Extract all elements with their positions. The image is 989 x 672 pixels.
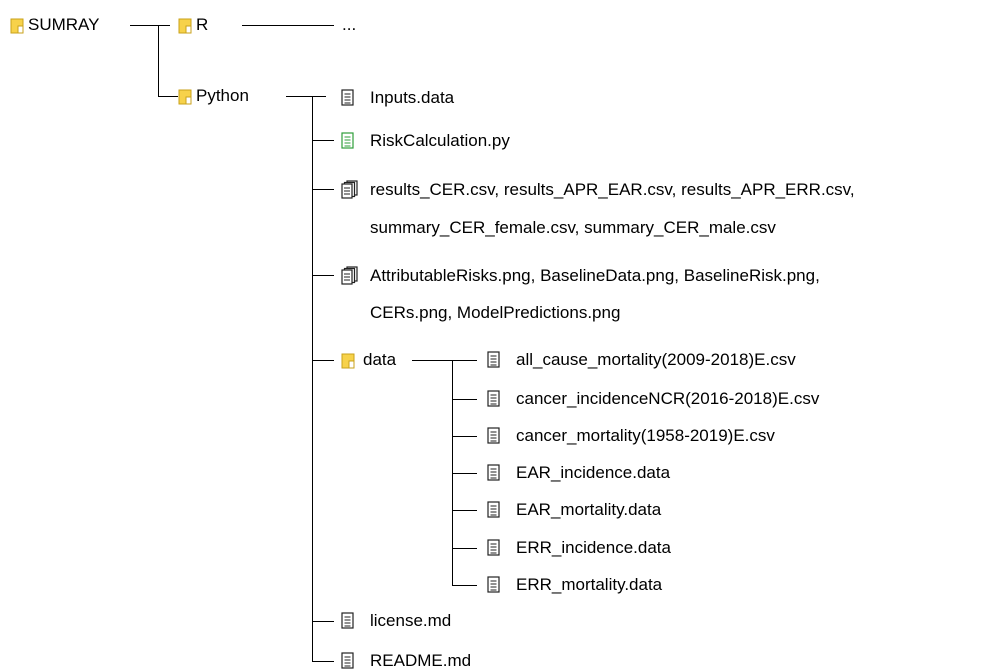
connector-data-item-6 <box>452 548 477 549</box>
file-icon <box>487 464 501 488</box>
file-label: README.md <box>370 651 472 670</box>
root-folder-label: SUMRAY <box>28 15 100 34</box>
file-label-line-1: AttributableRisks.png, BaselineData.png,… <box>370 266 820 285</box>
connector-data-item-2 <box>452 399 477 400</box>
file-icon <box>341 652 355 672</box>
r-ellipsis: ... <box>342 15 357 34</box>
file-label: ERR_incidence.data <box>516 538 671 557</box>
file-label: all_cause_mortality(2009-2018)E.csv <box>516 350 796 369</box>
file-label: RiskCalculation.py <box>370 131 510 150</box>
file-icon <box>487 576 501 600</box>
file-label-line-2: summary_CER_female.csv, summary_CER_male… <box>370 218 776 237</box>
file-label: cancer_mortality(1958-2019)E.csv <box>516 426 775 445</box>
connector-plots <box>312 275 334 276</box>
file-icon <box>487 427 501 451</box>
folder-icon <box>341 352 355 376</box>
connector-root-python <box>158 96 178 97</box>
file-label-line-2: CERs.png, ModelPredictions.png <box>370 303 621 322</box>
file-label: EAR_mortality.data <box>516 500 662 519</box>
connector-readme <box>312 661 334 662</box>
connector-data-item-5 <box>452 510 477 511</box>
file-icon <box>487 539 501 563</box>
file-icon <box>341 89 355 113</box>
connector-data <box>312 360 334 361</box>
file-label: cancer_incidenceNCR(2016-2018)E.csv <box>516 389 820 408</box>
file-icon <box>487 390 501 414</box>
connector-data-out <box>412 360 477 361</box>
file-icon <box>341 612 355 636</box>
connector-data-item-7 <box>452 585 477 586</box>
file-label-line-1: results_CER.csv, results_APR_EAR.csv, re… <box>370 180 855 199</box>
python-file-icon <box>341 132 355 156</box>
connector-root-r <box>130 25 170 26</box>
connector-root-vertical <box>158 25 159 97</box>
file-label: ERR_mortality.data <box>516 575 663 594</box>
multi-file-icon <box>341 266 359 292</box>
connector-python-vertical <box>312 96 313 661</box>
connector-r-ellipsis <box>242 25 334 26</box>
file-icon <box>487 501 501 525</box>
r-folder-label: R <box>196 15 209 34</box>
folder-icon <box>10 17 24 41</box>
folder-icon <box>178 88 192 112</box>
python-folder-label: Python <box>196 86 249 105</box>
file-label: Inputs.data <box>370 88 455 107</box>
file-icon <box>487 351 501 375</box>
connector-data-item-4 <box>452 473 477 474</box>
file-label: EAR_incidence.data <box>516 463 671 482</box>
connector-data-item-3 <box>452 436 477 437</box>
folder-icon <box>178 17 192 41</box>
file-label: license.md <box>370 611 452 630</box>
connector-results <box>312 189 334 190</box>
data-folder-label: data <box>363 350 397 369</box>
connector-python-out <box>286 96 326 97</box>
multi-file-icon <box>341 180 359 206</box>
connector-license <box>312 621 334 622</box>
connector-inputs <box>312 140 334 141</box>
